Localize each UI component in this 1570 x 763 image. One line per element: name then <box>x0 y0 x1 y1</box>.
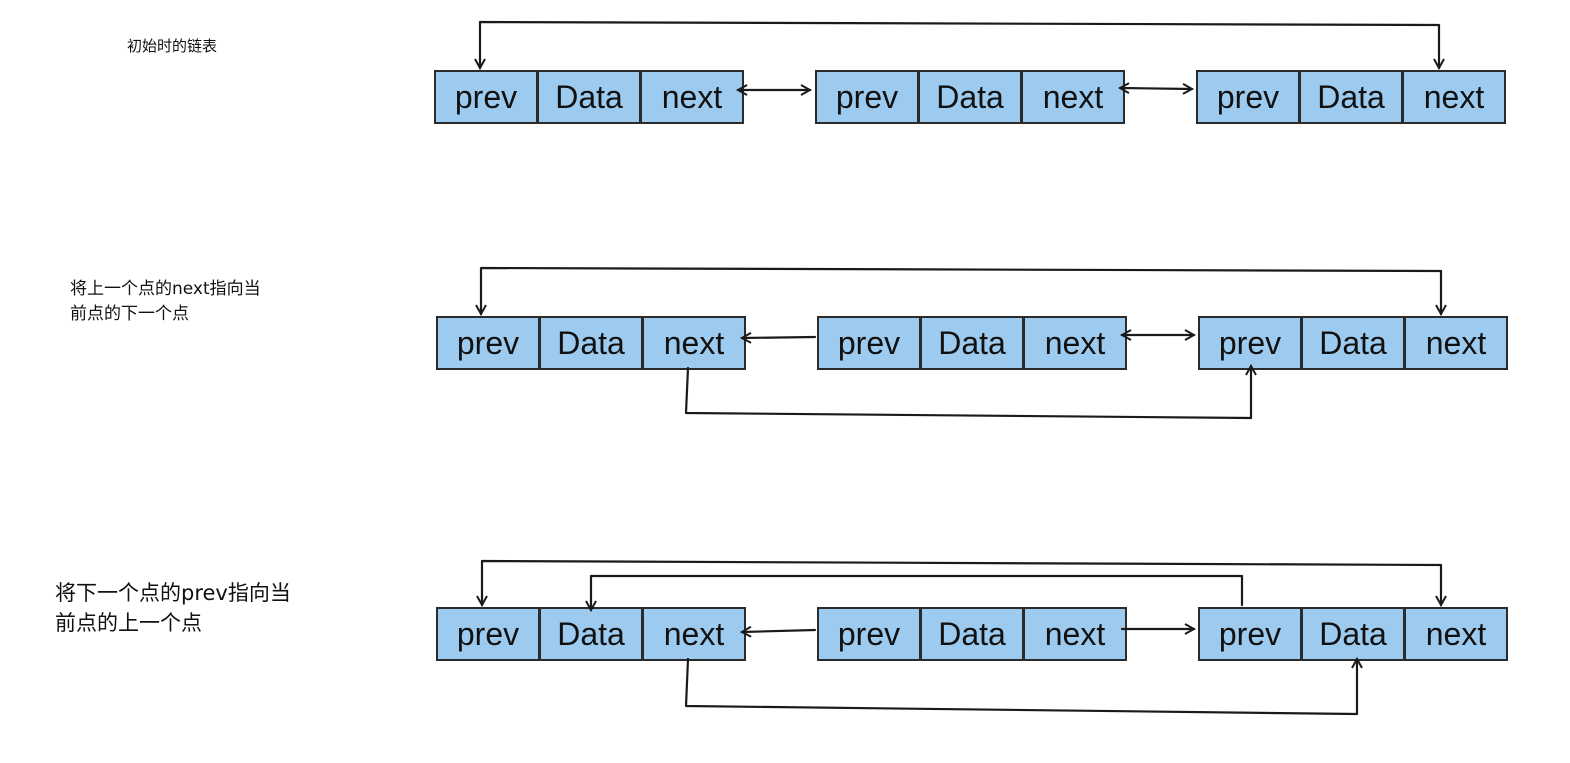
row2-node2: prev Data next <box>817 316 1127 370</box>
row2-circular-link <box>481 266 1441 314</box>
next-field: next <box>1404 607 1508 661</box>
next-field: next <box>642 607 746 661</box>
prev-field: prev <box>817 316 921 370</box>
prev-field: prev <box>436 607 540 661</box>
data-field: Data <box>1301 316 1405 370</box>
caption-step2: 将下一个点的prev指向当 前点的上一个点 <box>55 578 291 639</box>
prev-field: prev <box>817 607 921 661</box>
data-field: Data <box>918 70 1022 124</box>
caption-step1-line1: 将上一个点的next指向当 <box>70 279 261 299</box>
data-field: Data <box>920 316 1024 370</box>
next-field: next <box>1402 70 1506 124</box>
row2-node3: prev Data next <box>1198 316 1508 370</box>
next-field: next <box>640 70 744 124</box>
prev-field: prev <box>1198 607 1302 661</box>
row2-node2-prev-to-node1 <box>742 337 817 338</box>
prev-field: prev <box>1196 70 1300 124</box>
caption-step1: 将上一个点的next指向当 前点的下一个点 <box>70 277 261 326</box>
row1-node1: prev Data next <box>434 70 744 124</box>
row3-node1-next-to-node3 <box>684 659 1357 716</box>
caption-step2-line2: 前点的上一个点 <box>55 611 202 636</box>
row2-node1: prev Data next <box>436 316 746 370</box>
next-field: next <box>642 316 746 370</box>
row3-node1: prev Data next <box>436 607 746 661</box>
row1-link-2-3 <box>1120 88 1192 89</box>
data-field: Data <box>920 607 1024 661</box>
data-field: Data <box>1299 70 1403 124</box>
prev-field: prev <box>815 70 919 124</box>
row1-node3: prev Data next <box>1196 70 1506 124</box>
row3-circular-link <box>482 559 1441 605</box>
row2-node1-next-to-node3 <box>684 366 1251 420</box>
prev-field: prev <box>436 316 540 370</box>
next-field: next <box>1021 70 1125 124</box>
prev-field: prev <box>1198 316 1302 370</box>
row1-circular-link <box>480 20 1439 68</box>
caption-step2-line1: 将下一个点的prev指向当 <box>55 581 291 605</box>
caption-step1-line2: 前点的下一个点 <box>70 303 189 324</box>
next-field: next <box>1404 316 1508 370</box>
row3-node2: prev Data next <box>817 607 1127 661</box>
data-field: Data <box>539 316 643 370</box>
next-field: next <box>1023 607 1127 661</box>
row1-node2: prev Data next <box>815 70 1125 124</box>
row3-node3: prev Data next <box>1198 607 1508 661</box>
row3-node2-prev-to-node1 <box>742 630 817 632</box>
row3-node3-prev-to-node1 <box>591 574 1244 610</box>
data-field: Data <box>539 607 643 661</box>
next-field: next <box>1023 316 1127 370</box>
caption-initial: 初始时的链表 <box>127 37 218 55</box>
data-field: Data <box>1301 607 1405 661</box>
prev-field: prev <box>434 70 538 124</box>
